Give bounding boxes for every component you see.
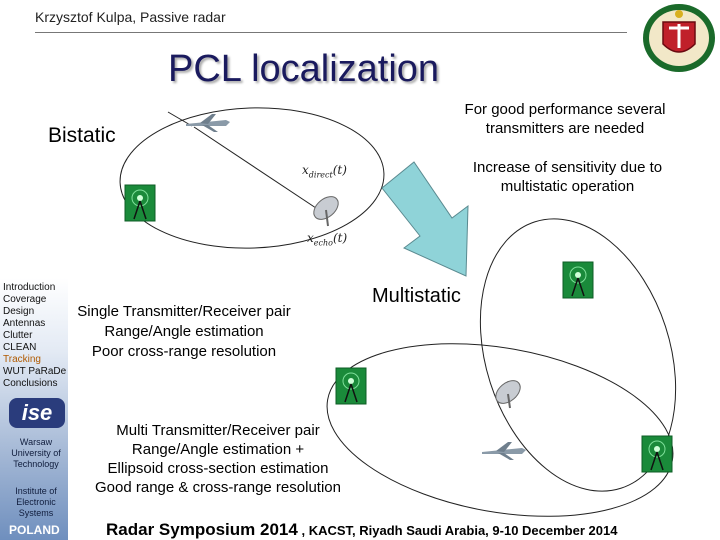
multi-line: Ellipsoid cross-section estimation bbox=[107, 460, 329, 477]
university-seal-icon bbox=[643, 4, 715, 72]
multistatic-ellipse-a bbox=[479, 218, 677, 492]
university-line: University of bbox=[11, 448, 61, 458]
sensitivity-note: Increase of sensitivity due to multistat… bbox=[472, 159, 663, 195]
echo-signal-label: xecho(t) bbox=[307, 231, 348, 248]
bistatic-label: Bistatic bbox=[48, 124, 116, 147]
country-label: POLAND bbox=[9, 523, 60, 537]
nav-item-introduction[interactable]: Introduction bbox=[3, 282, 56, 293]
bistatic-ellipse bbox=[119, 107, 385, 249]
arrow-icon bbox=[381, 161, 469, 277]
transmitter-tower-icon bbox=[124, 184, 156, 222]
transmitter-tower-icon bbox=[335, 367, 367, 405]
header-author: Krzysztof Kulpa, Passive radar bbox=[35, 9, 226, 25]
university-line: Warsaw bbox=[19, 437, 53, 447]
single-pair-block: Single Transmitter/Receiver pair Range/A… bbox=[56, 302, 312, 362]
multi-line: Good range & cross-range resolution bbox=[95, 479, 341, 496]
performance-note: For good performance several transmitter… bbox=[464, 101, 666, 137]
single-line: Poor cross-range resolution bbox=[91, 343, 277, 360]
nav-item-design[interactable]: Design bbox=[3, 306, 35, 317]
direct-signal-label: xdirect(t) bbox=[302, 163, 347, 180]
nav-item-tracking[interactable]: Tracking bbox=[3, 354, 41, 365]
institute-line: Systems bbox=[18, 508, 54, 518]
institute-line: Electronic bbox=[16, 497, 56, 507]
footer-event-name: Radar Symposium 2014 bbox=[106, 520, 298, 539]
multi-line: Range/Angle estimation + bbox=[131, 441, 305, 458]
multi-pair-block: Multi Transmitter/Receiver pair Range/An… bbox=[78, 421, 358, 497]
single-line: Range/Angle estimation bbox=[104, 323, 264, 340]
university-name: Warsaw University of Technology bbox=[2, 437, 70, 470]
sidebar-nav: Introduction Coverage Design Antennas Cl… bbox=[3, 282, 66, 390]
university-line: Technology bbox=[13, 459, 59, 469]
nav-item-antennas[interactable]: Antennas bbox=[3, 318, 46, 329]
header-divider bbox=[35, 32, 627, 33]
receiver-dish-icon bbox=[313, 196, 339, 227]
nav-item-clutter[interactable]: Clutter bbox=[3, 330, 33, 341]
institute-name: Institute of Electronic Systems bbox=[2, 486, 70, 519]
ise-logo-icon: ise bbox=[9, 398, 65, 428]
footer-separator: , bbox=[301, 523, 306, 538]
multistatic-ellipse-b bbox=[326, 343, 674, 517]
multi-line: Multi Transmitter/Receiver pair bbox=[116, 422, 320, 439]
institute-line: Institute of bbox=[15, 486, 57, 496]
page-title: PCL localization bbox=[168, 48, 440, 90]
footer-location: KACST, Riyadh Saudi Arabia, 9-10 Decembe… bbox=[308, 523, 618, 538]
footer-event: Radar Symposium 2014 , KACST, Riyadh Sau… bbox=[106, 520, 617, 540]
nav-item-wut-parade[interactable]: WUT PaRaDe bbox=[3, 366, 67, 377]
transmitter-tower-icon bbox=[641, 435, 673, 473]
receiver-dish-icon bbox=[495, 380, 521, 409]
single-line: Single Transmitter/Receiver pair bbox=[77, 303, 291, 320]
transmitter-tower-icon bbox=[562, 261, 594, 299]
multistatic-label: Multistatic bbox=[372, 285, 461, 307]
aircraft-icon bbox=[482, 442, 526, 460]
aircraft-icon bbox=[186, 114, 230, 132]
nav-item-conclusions[interactable]: Conclusions bbox=[3, 378, 58, 389]
signal-path-line bbox=[193, 126, 329, 217]
nav-item-clean[interactable]: CLEAN bbox=[3, 342, 37, 353]
nav-item-coverage[interactable]: Coverage bbox=[3, 294, 47, 305]
